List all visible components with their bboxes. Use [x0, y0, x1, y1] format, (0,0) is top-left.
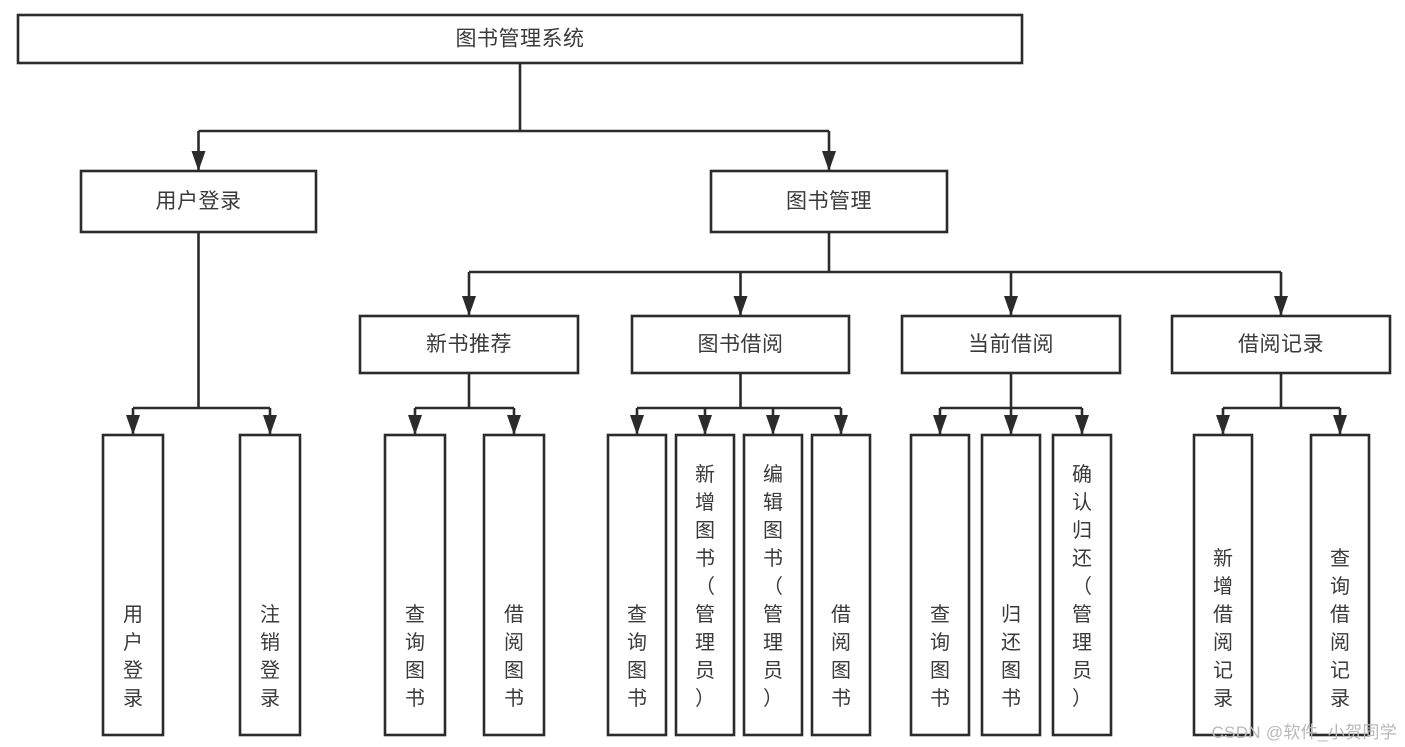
- node-label-leaf-borrow-book: 借阅图书: [831, 603, 851, 710]
- node-root[interactable]: 图书管理系统: [16, 13, 1024, 65]
- arrow-current-borrow: [1004, 296, 1018, 316]
- arrow-leaf-query-book-borrow: [630, 415, 644, 435]
- node-label-leaf-logout: 注销登录: [260, 603, 280, 710]
- arrow-new-book-recommend: [462, 296, 476, 316]
- node-label-leaf-user-login: 用户登录: [123, 604, 143, 710]
- node-leaf-confirm-return[interactable]: 确认归还（管理员）: [1051, 433, 1113, 737]
- node-label-user-login: 用户登录: [156, 190, 242, 213]
- node-box-leaf-return-book: [980, 433, 1042, 737]
- node-leaf-add-record[interactable]: 新增借阅记录: [1192, 433, 1254, 737]
- node-box-leaf-logout: [238, 433, 302, 737]
- node-box-leaf-borrow-book: [810, 433, 872, 737]
- watermark-label: CSDN @软件_小贺同学: [1211, 723, 1397, 742]
- node-leaf-query-book-borrow[interactable]: 查询图书: [606, 433, 668, 737]
- arrow-user-login: [191, 151, 206, 171]
- node-leaf-edit-book[interactable]: 编辑图书（管理员）: [742, 433, 804, 737]
- node-box-root: [16, 13, 1024, 65]
- node-box-leaf-user-login: [101, 433, 165, 737]
- node-leaf-query-record[interactable]: 查询借阅记录: [1309, 433, 1371, 737]
- node-label-leaf-edit-book: 编辑图书（管理员）: [763, 463, 783, 710]
- node-label-leaf-query-book-current: 查询图书: [930, 603, 950, 710]
- node-box-borrow-records: [1170, 314, 1392, 375]
- node-box-leaf-query-book-rec: [383, 433, 447, 737]
- arrow-leaf-borrow-book: [834, 415, 848, 435]
- arrow-leaf-return-book: [1004, 415, 1018, 435]
- node-box-current-borrow: [900, 314, 1122, 375]
- node-book-management[interactable]: 图书管理: [709, 169, 949, 234]
- node-box-user-login: [79, 169, 318, 234]
- node-leaf-user-login[interactable]: 用户登录: [101, 433, 165, 737]
- node-user-login[interactable]: 用户登录: [79, 169, 318, 234]
- node-label-book-borrow: 图书借阅: [698, 333, 784, 356]
- node-box-new-book-recommend: [358, 314, 580, 375]
- node-label-borrow-records: 借阅记录: [1238, 333, 1324, 356]
- node-label-leaf-query-record: 查询借阅记录: [1330, 547, 1350, 710]
- node-new-book-recommend[interactable]: 新书推荐: [358, 314, 580, 375]
- node-leaf-query-book-current[interactable]: 查询图书: [909, 433, 971, 737]
- node-label-leaf-add-record: 新增借阅记录: [1213, 547, 1233, 710]
- node-leaf-return-book[interactable]: 归还图书: [980, 433, 1042, 737]
- arrow-leaf-query-record: [1333, 415, 1347, 435]
- node-label-leaf-borrow-book-rec: 借阅图书: [504, 603, 524, 710]
- node-label-new-book-recommend: 新书推荐: [426, 333, 512, 356]
- node-label-book-management: 图书管理: [786, 190, 872, 213]
- node-borrow-records[interactable]: 借阅记录: [1170, 314, 1392, 375]
- arrow-leaf-add-book: [698, 415, 712, 435]
- node-box-leaf-confirm-return: [1051, 433, 1113, 737]
- node-leaf-add-book[interactable]: 新增图书（管理员）: [674, 433, 736, 737]
- node-box-book-management: [709, 169, 949, 234]
- node-box-leaf-query-book-borrow: [606, 433, 668, 737]
- arrow-leaf-user-login: [126, 415, 140, 435]
- node-label-leaf-return-book: 归还图书: [1001, 603, 1021, 710]
- arrow-leaf-add-record: [1216, 415, 1230, 435]
- nodes-layer: 图书管理系统用户登录图书管理新书推荐图书借阅当前借阅借阅记录用户登录注销登录查询…: [16, 13, 1392, 737]
- arrow-borrow-records: [1274, 296, 1288, 316]
- arrow-leaf-query-book-rec: [408, 415, 422, 435]
- node-leaf-borrow-book-rec[interactable]: 借阅图书: [482, 433, 546, 737]
- arrow-leaf-confirm-return: [1075, 415, 1089, 435]
- node-label-leaf-add-book: 新增图书（管理员）: [695, 463, 715, 710]
- arrow-book-management: [822, 151, 836, 171]
- arrow-book-borrow: [733, 296, 748, 316]
- node-label-leaf-query-book-borrow: 查询图书: [627, 603, 647, 710]
- node-leaf-query-book-rec[interactable]: 查询图书: [383, 433, 447, 737]
- node-box-leaf-query-record: [1309, 433, 1371, 737]
- node-label-current-borrow: 当前借阅: [968, 333, 1054, 356]
- arrow-leaf-edit-book: [766, 415, 780, 435]
- arrow-leaf-query-book-current: [933, 415, 947, 435]
- node-leaf-logout[interactable]: 注销登录: [238, 433, 302, 737]
- connectors-layer: [126, 63, 1347, 435]
- node-book-borrow[interactable]: 图书借阅: [630, 314, 851, 375]
- arrow-leaf-logout: [263, 415, 277, 435]
- node-box-leaf-query-book-current: [909, 433, 971, 737]
- node-current-borrow[interactable]: 当前借阅: [900, 314, 1122, 375]
- node-box-leaf-add-book: [674, 433, 736, 737]
- node-box-leaf-add-record: [1192, 433, 1254, 737]
- arrow-leaf-borrow-book-rec: [507, 415, 521, 435]
- node-box-book-borrow: [630, 314, 851, 375]
- node-label-leaf-query-book-rec: 查询图书: [405, 603, 425, 710]
- node-label-root: 图书管理系统: [456, 28, 585, 51]
- node-box-leaf-borrow-book-rec: [482, 433, 546, 737]
- node-label-leaf-confirm-return: 确认归还（管理员）: [1072, 463, 1092, 710]
- node-leaf-borrow-book[interactable]: 借阅图书: [810, 433, 872, 737]
- node-box-leaf-edit-book: [742, 433, 804, 737]
